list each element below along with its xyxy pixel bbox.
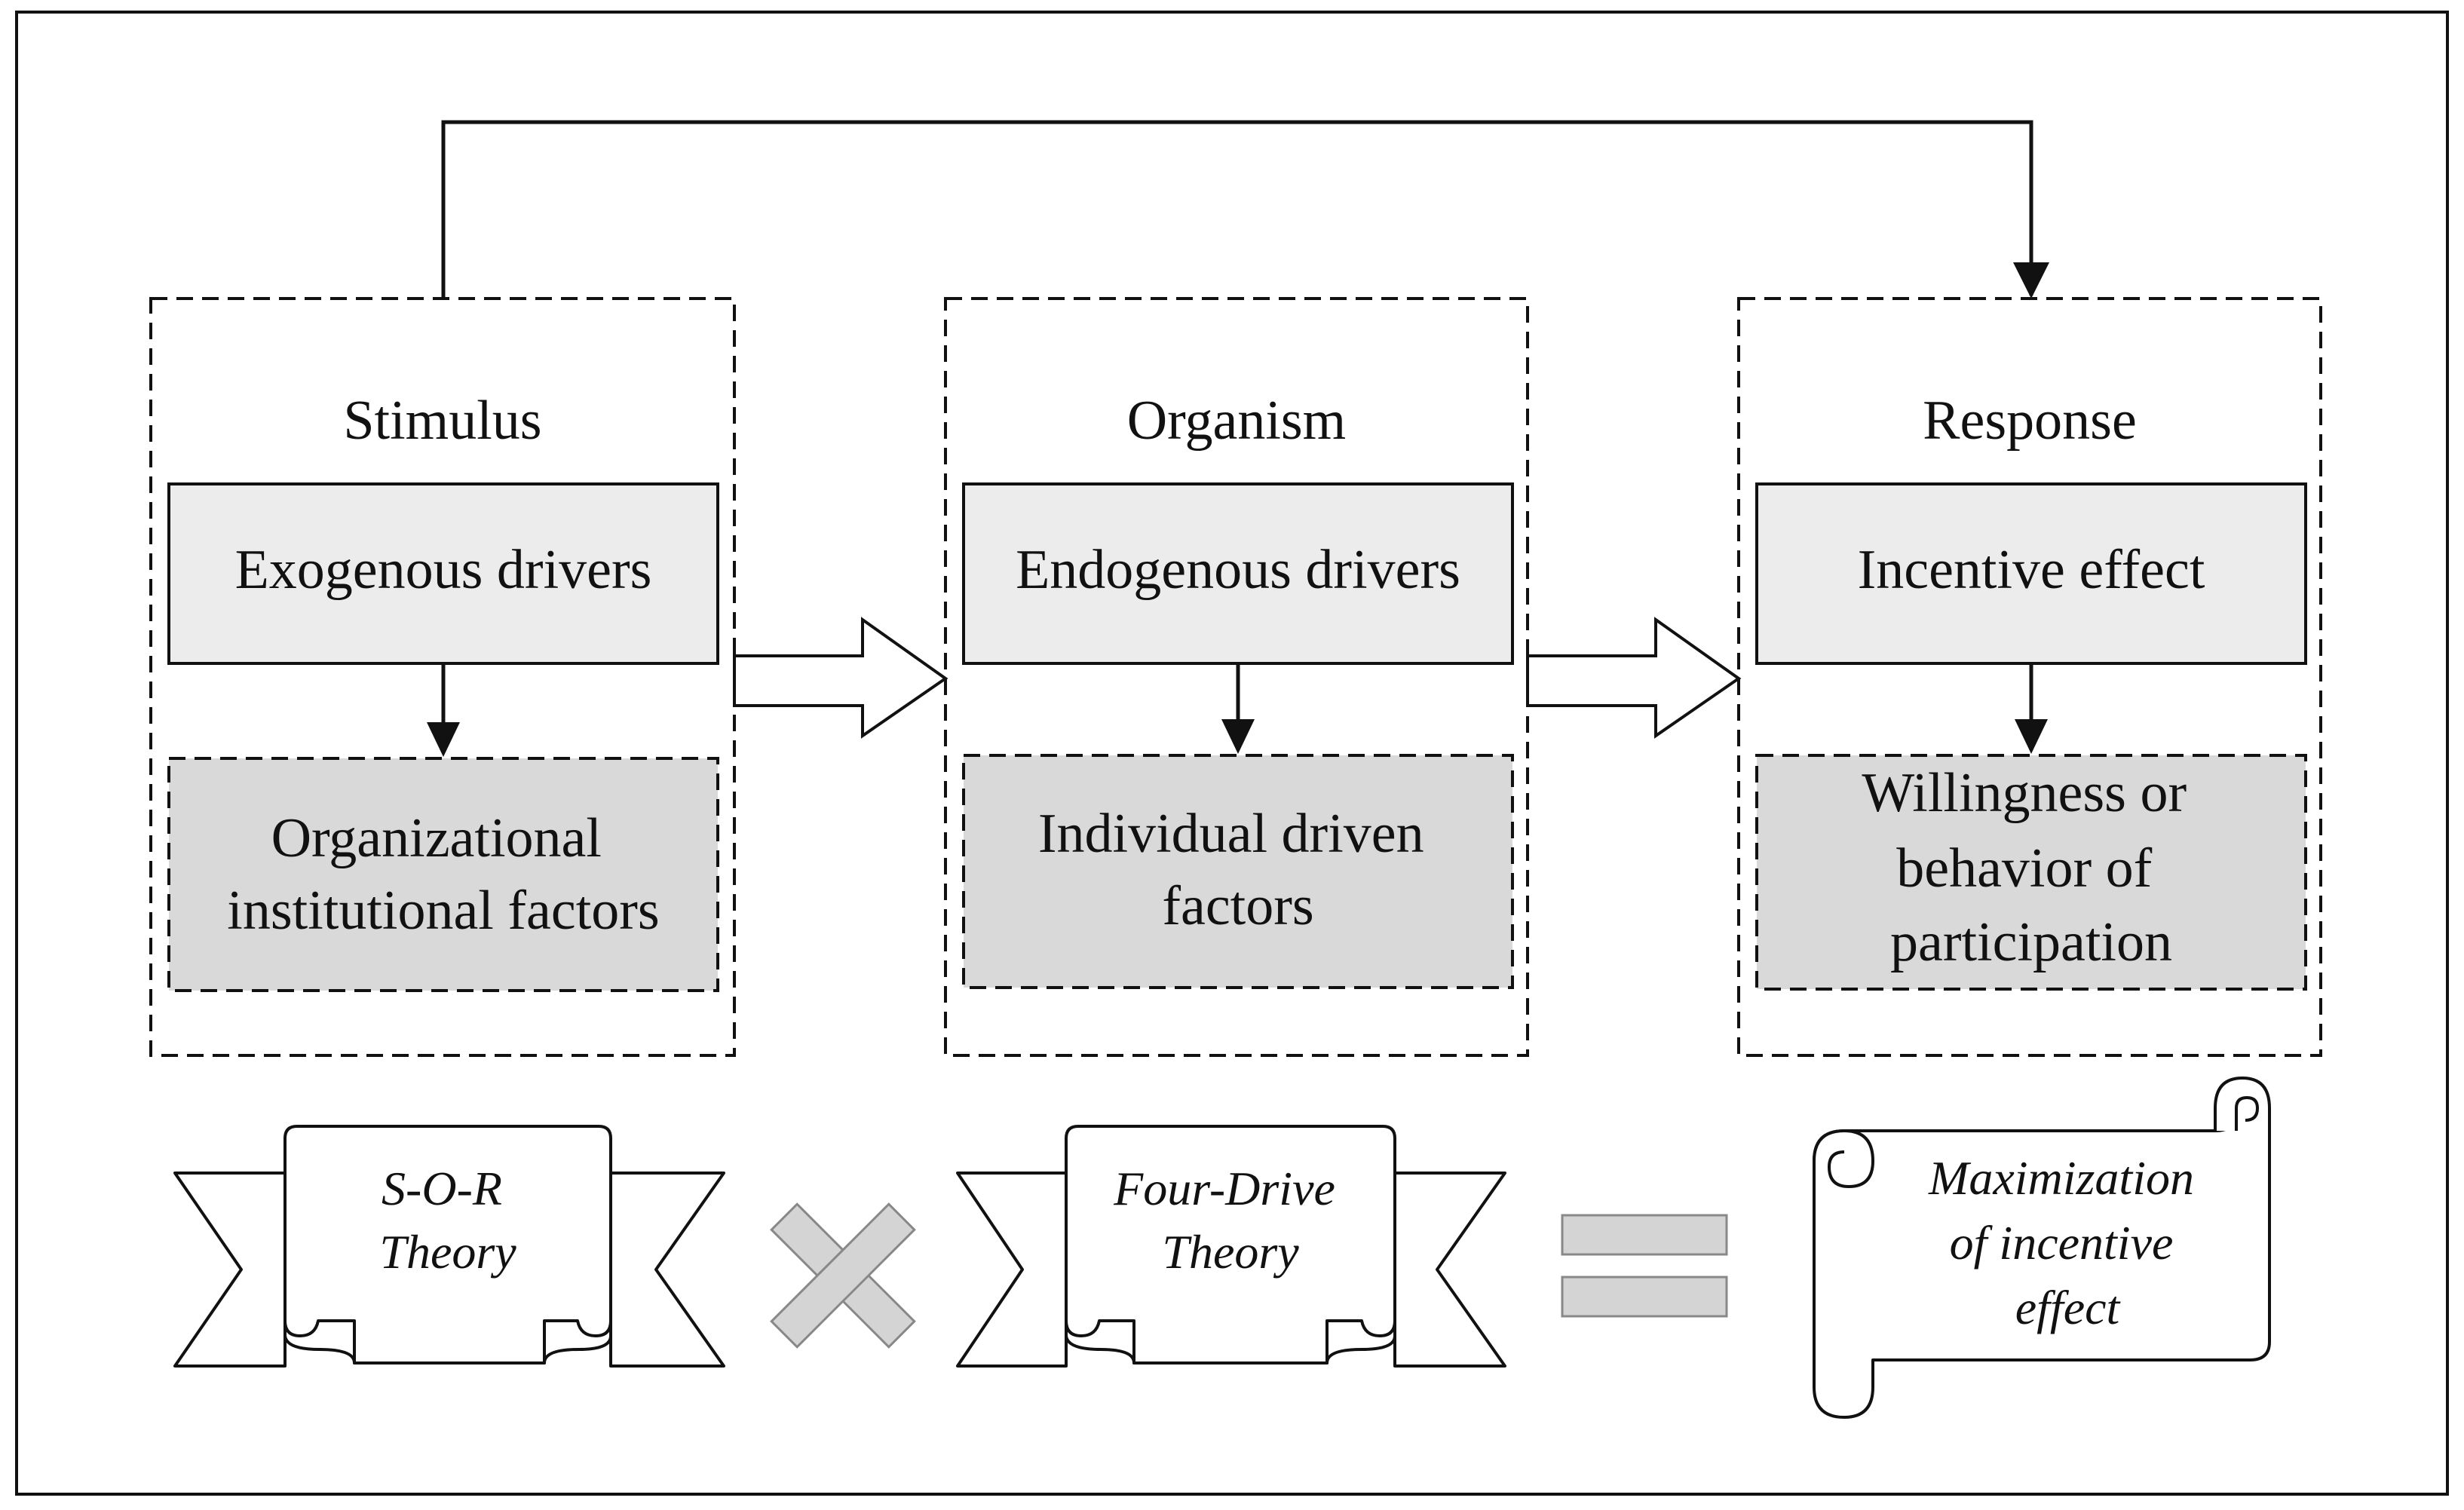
- down-arrowhead: [2015, 719, 2048, 754]
- banner-right-tail: [609, 1172, 725, 1368]
- factor-box: [1755, 754, 2307, 991]
- outer-frame: [15, 11, 2449, 1496]
- result-scroll: [1813, 1077, 2271, 1419]
- banner-left-tail: [956, 1172, 1068, 1368]
- banner-body: [1065, 1125, 1396, 1365]
- driver-label: Incentive effect: [1858, 539, 2205, 601]
- factor-label: Organizational institutional factors: [227, 807, 659, 942]
- stage-stimulus: Stimulus Exogenous drivers Organizationa…: [149, 297, 736, 1057]
- sor-theory-banner: [173, 1125, 725, 1368]
- block-arrow: [733, 617, 949, 739]
- stage-organism: Organism Endogenous drivers Individual d…: [944, 297, 1529, 1057]
- block-arrow: [1526, 617, 1742, 739]
- sor-theory-label: S-O-R Theory: [379, 1162, 516, 1279]
- result-label: Maximization of incentive effect: [1928, 1151, 2206, 1334]
- driver-box: [167, 482, 719, 665]
- driver-box: [962, 482, 1514, 665]
- factor-box: [962, 754, 1514, 989]
- banner-right-tail: [1393, 1172, 1506, 1368]
- factor-label: Individual driven factors: [1038, 803, 1438, 937]
- factor-box: [167, 757, 719, 992]
- banner-body: [283, 1125, 612, 1365]
- down-arrowhead: [427, 722, 460, 757]
- multiply-icon: [770, 1202, 916, 1349]
- driver-label: Exogenous drivers: [235, 539, 652, 601]
- scroll-right-roll: [2214, 1077, 2271, 1131]
- down-arrowhead: [1221, 719, 1255, 754]
- four-drive-theory-banner: [956, 1125, 1506, 1368]
- feedback-arrow: [441, 120, 2033, 299]
- factor-label: Willingness or behavior of participation: [1862, 762, 2200, 973]
- driver-label: Endogenous drivers: [1016, 539, 1460, 601]
- stage-heading: Stimulus: [343, 390, 541, 452]
- stage-response: Response Incentive effect Willingness or…: [1737, 297, 2322, 1057]
- feedback-arrowhead: [2013, 262, 2049, 299]
- four-drive-theory-label: Four-Drive Theory: [1113, 1162, 1347, 1279]
- stage-frame: [1737, 297, 2322, 1057]
- stage-heading: Response: [1923, 390, 2137, 452]
- driver-box: [1755, 482, 2307, 665]
- scroll-top-roll: [1813, 1129, 1874, 1188]
- stage-heading: Organism: [1127, 390, 1347, 452]
- banner-left-tail: [173, 1172, 287, 1368]
- equals-icon: [1561, 1214, 1728, 1318]
